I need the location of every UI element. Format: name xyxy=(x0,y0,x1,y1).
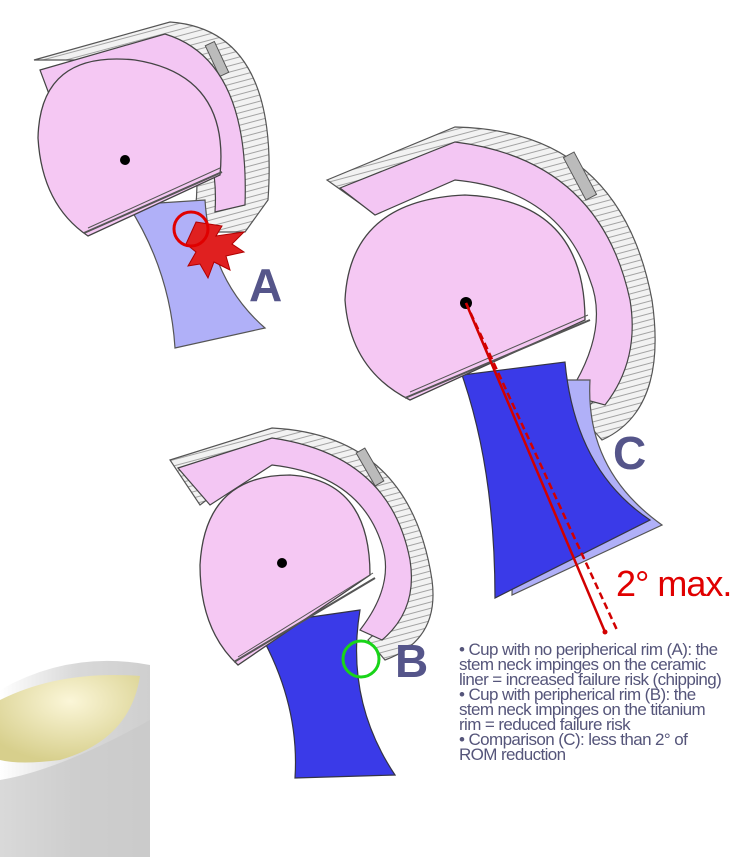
panel-c-axis-end xyxy=(603,630,608,635)
panel-a xyxy=(34,22,269,348)
panel-c xyxy=(327,127,662,635)
panel-a-head-center xyxy=(120,155,130,165)
caption-line: • Cup with no peripherical rim (A): the … xyxy=(459,642,727,687)
angle-label: 2° max. xyxy=(616,566,731,602)
panel-a-label: A xyxy=(249,262,282,308)
cup-photo xyxy=(0,661,150,857)
panel-b-head-center xyxy=(277,558,287,568)
panel-b xyxy=(170,428,433,778)
caption: • Cup with no peripherical rim (A): the … xyxy=(459,642,727,762)
panel-c-label: C xyxy=(613,430,646,476)
caption-line: • Comparison (C): less than 2° of ROM re… xyxy=(459,732,727,762)
panel-b-label: B xyxy=(395,638,428,684)
caption-line: • Cup with peripherical rim (B): the ste… xyxy=(459,687,727,732)
